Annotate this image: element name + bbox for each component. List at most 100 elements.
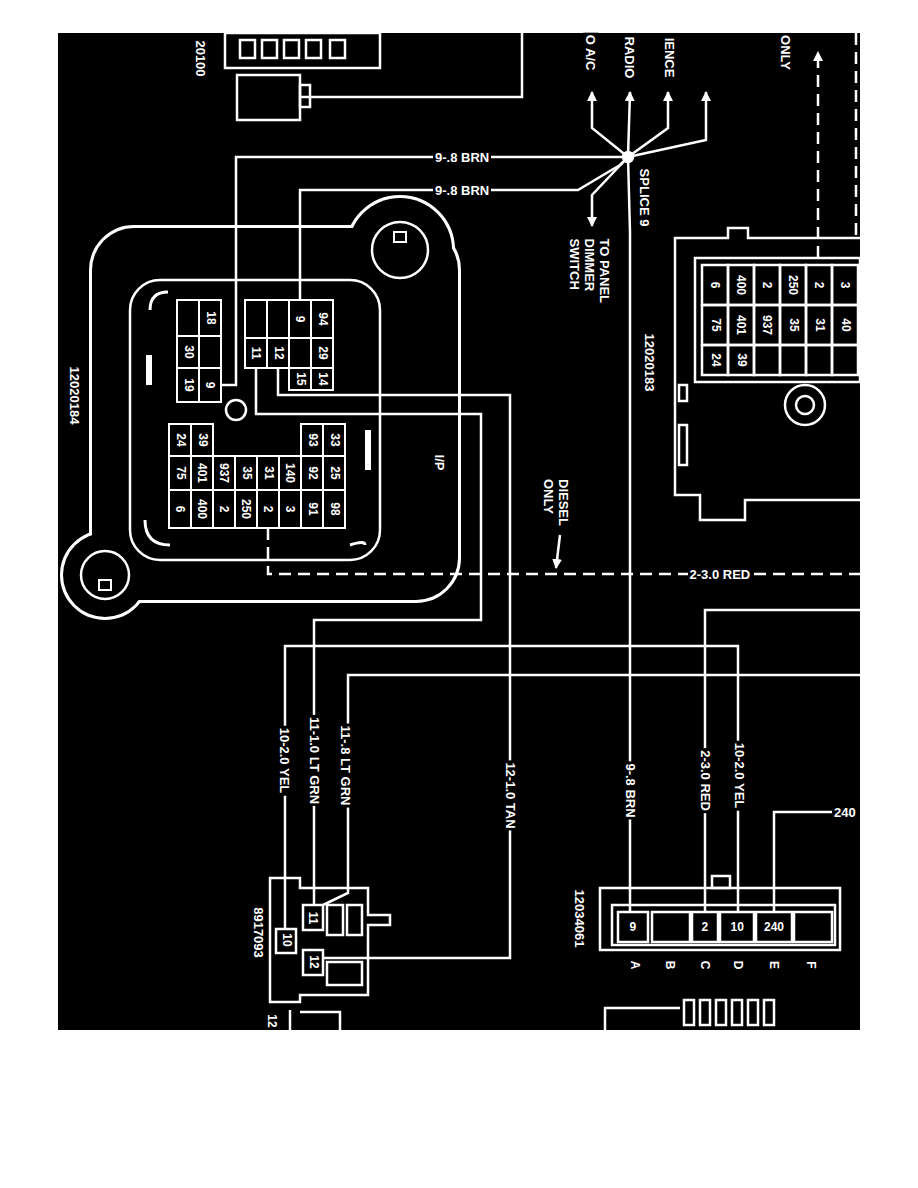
pin-letter: D [731, 960, 745, 971]
connector-housing-8917093 [303, 950, 323, 975]
cavity-grid [323, 424, 345, 456]
callout-text: DIESEL ONLY [541, 477, 571, 533]
wire-label: 2-3.0 RED [697, 748, 712, 813]
cavity-grid [279, 490, 301, 528]
connector-housing-12034061 [720, 912, 754, 942]
connector-housing-12020183 [675, 228, 860, 520]
wire-label: 11-.8 LT GRN [338, 723, 353, 807]
pin-number: 11 [306, 911, 320, 926]
pin-number: 30 [181, 344, 195, 359]
pin-number: 15 [293, 371, 307, 386]
pin-number: 11 [249, 346, 263, 361]
connector-housing-12020184 [394, 232, 406, 242]
wire-label: 9-.8 BRN [623, 761, 638, 819]
wire-label: 12-1.0 TAN [503, 760, 518, 830]
pin-number: 2 [701, 920, 710, 934]
cavity-grid [199, 300, 221, 336]
connector-housing-8917093 [276, 929, 296, 953]
connector-housing-12034061 [652, 912, 690, 942]
connector-housing-12020184 [348, 198, 452, 302]
splice [556, 535, 560, 568]
wire [285, 646, 738, 870]
wire-label: 9-.8 BRN [433, 150, 491, 165]
connector-housing-12020183 [754, 345, 780, 375]
connector: 12020183 [640, 226, 860, 530]
cavity-grid [191, 490, 213, 528]
pin-number: 10 [730, 920, 745, 934]
pin-letter: E [767, 960, 781, 970]
pin-number: 29 [315, 345, 329, 360]
cavity-grid [169, 490, 191, 528]
pin-number: 93 [305, 432, 319, 447]
pin-number: 75 [173, 465, 187, 480]
background-panel [58, 33, 860, 1030]
component-20100 [225, 33, 522, 120]
connector-housing-12020183 [780, 305, 806, 345]
cavity-grid [323, 490, 345, 528]
wire-label: 10-2.0 YEL [732, 740, 747, 810]
cavity-grid [169, 456, 191, 490]
cavity-grid [199, 336, 221, 368]
pin-number: 2 [760, 281, 774, 290]
partial-component [700, 1000, 710, 1025]
cavity-grid [191, 456, 213, 490]
connector-housing-12020183 [832, 345, 858, 375]
wire [314, 414, 481, 870]
cavity-grid [213, 456, 235, 490]
wire [300, 165, 620, 198]
wire-label: 9-.8 BRN [433, 183, 491, 198]
pin-number: 6 [173, 505, 187, 514]
connector-housing-12020184 [63, 198, 458, 617]
pin-number: 35 [239, 465, 253, 480]
connector-housing-12034061 [794, 912, 832, 942]
connector-housing-12020183 [675, 228, 860, 520]
cavity-grid [177, 336, 199, 368]
cavity-grid [301, 456, 323, 490]
splice [628, 92, 630, 157]
pin-letter: C [698, 960, 712, 971]
wire [221, 198, 236, 385]
connector-housing-12020183 [832, 305, 858, 345]
callout-text: IENCE [662, 35, 677, 79]
pin-number: 31 [261, 465, 275, 480]
partial-component [716, 1000, 726, 1025]
cavity-grid [311, 368, 333, 390]
pin-letter: B [663, 960, 677, 971]
connector-housing-12020183 [728, 305, 754, 345]
partial-component [684, 1000, 694, 1025]
connector-housing-8917093 [303, 905, 323, 930]
wire [323, 675, 860, 905]
connector-housing-12020184 [99, 580, 111, 590]
connector-housing-12020183 [780, 345, 806, 375]
cavity-grid [199, 368, 221, 402]
connector-housing-12020184 [146, 355, 152, 385]
pin-number: 9 [203, 381, 217, 390]
pin-number: 6 [708, 281, 722, 290]
callout-text: O A/C [583, 32, 598, 72]
connector-housing-12020183 [728, 345, 754, 375]
cavity-grid [257, 456, 279, 490]
pin-number: 92 [305, 465, 319, 480]
connector-housing-12034061 [600, 888, 840, 950]
wire [323, 957, 395, 960]
pin-number: 39 [734, 352, 748, 367]
splice [628, 92, 668, 157]
cavity-grid [177, 368, 199, 402]
cavity-grid [323, 456, 345, 490]
connector-housing-12020184 [226, 400, 246, 420]
partial-component [300, 1012, 340, 1030]
connector-housing-12020183 [679, 425, 687, 465]
connector-housing-12034061 [612, 905, 835, 945]
wire [278, 368, 462, 395]
cavity-grid [245, 300, 267, 338]
pin-number: 12 [306, 954, 320, 969]
component: 20100 [185, 33, 385, 125]
dashed-wire [268, 33, 860, 574]
connector-housing-12034061 [618, 912, 648, 942]
connector: 8917093 [248, 870, 395, 1005]
connector-housing-12020184 [348, 198, 452, 302]
pin-number: 9 [293, 315, 307, 324]
connector-housing-12020184 [372, 222, 428, 278]
partial-component [290, 1000, 774, 1030]
